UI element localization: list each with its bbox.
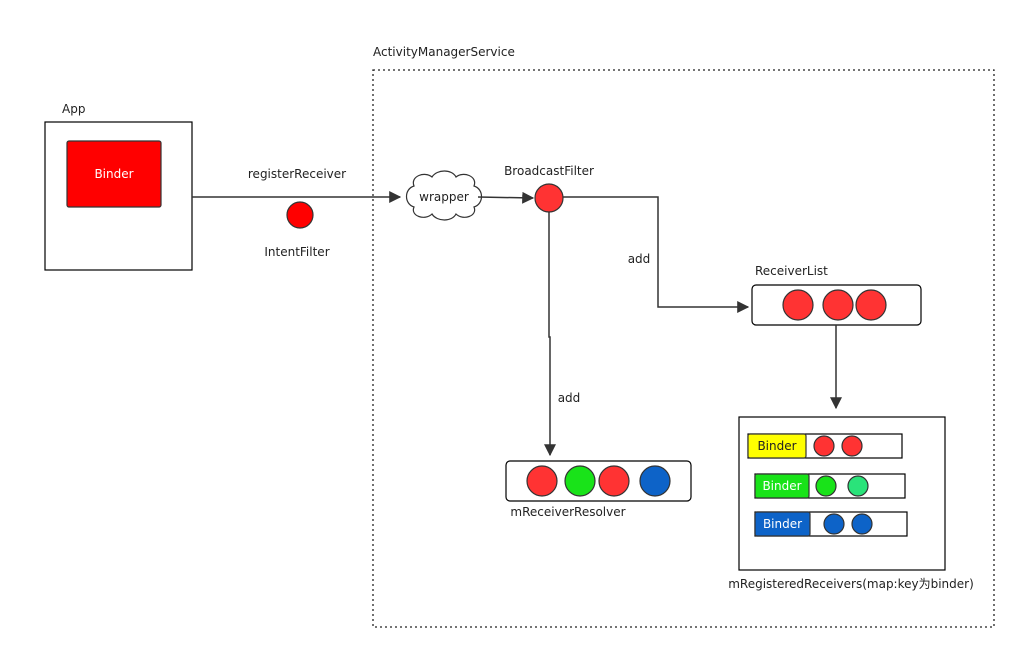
registered-row-binder-box (754, 511, 811, 537)
broadcast-filter-circle (534, 183, 564, 213)
app-binder-box (66, 140, 162, 208)
intent-filter-label: IntentFilter (264, 245, 329, 259)
receiver-resolver-items (526, 465, 671, 497)
registered-row-item-circle (851, 513, 873, 535)
receiver-list-item-circle (782, 289, 814, 321)
wrapper-label: wrapper (419, 190, 469, 204)
registered-row-item-circle (813, 435, 835, 457)
filter-to-receiver-list-arrow (563, 196, 750, 313)
add-label-right: add (628, 252, 651, 266)
wrapper-cloud (405, 170, 483, 221)
receiver-resolver-item-circle (564, 465, 596, 497)
registered-row-item-circle (847, 475, 869, 497)
app-binder-label: Binder (94, 167, 133, 181)
registered-row: Binder (754, 511, 908, 537)
registered-row-item-circle (841, 435, 863, 457)
app-title: App (62, 102, 85, 116)
broadcast-filter-label: BroadcastFilter (504, 164, 594, 178)
receiver-list-title: ReceiverList (755, 264, 828, 278)
registered-row-binder-label: Binder (762, 479, 801, 493)
registered-receivers-title: mRegisteredReceivers(map:key为binder) (728, 577, 974, 591)
receiver-list-item-circle (822, 289, 854, 321)
ams-container (372, 69, 995, 628)
intent-filter-circle (286, 201, 314, 229)
receiver-list-item-circle (855, 289, 887, 321)
ams-title: ActivityManagerService (373, 45, 515, 59)
registered-row-item-circle (823, 513, 845, 535)
filter-to-resolver-arrow (544, 212, 556, 457)
register-receiver-label: registerReceiver (248, 167, 346, 181)
wrapper-to-filter-arrow (477, 191, 535, 204)
registered-row-binder-label: Binder (757, 439, 796, 453)
registered-row: Binder (747, 433, 903, 459)
receiver-resolver-title: mReceiverResolver (510, 505, 625, 519)
add-label-down: add (558, 391, 581, 405)
receiver-resolver-item-circle (598, 465, 630, 497)
receiver-list-items (782, 289, 887, 321)
registered-row: Binder (754, 473, 906, 499)
registered-row-binder-box (754, 473, 810, 499)
receiver-resolver-item-circle (639, 465, 671, 497)
registered-row-item-circle (815, 475, 837, 497)
receiver-resolver-item-circle (526, 465, 558, 497)
registered-row-binder-box (747, 433, 807, 459)
registered-row-binder-label: Binder (763, 517, 802, 531)
